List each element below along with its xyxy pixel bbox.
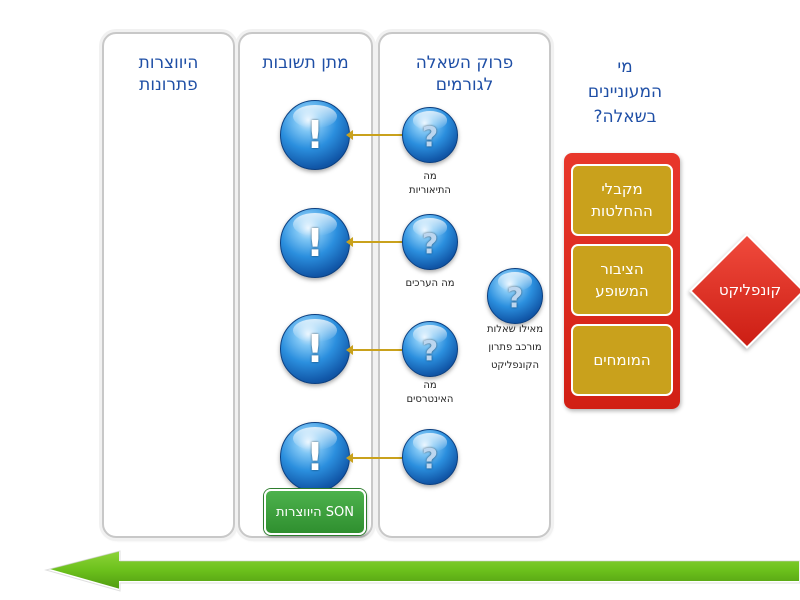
exclaim-orb-3: ! xyxy=(280,314,350,384)
label-interests: מה האינטרסים xyxy=(406,380,454,405)
exclaim-orb-4: ! xyxy=(280,422,350,492)
column-title-answers: מתן תשובות xyxy=(262,53,349,73)
arrow-q4-to-answer xyxy=(346,453,402,463)
column-creative-solutions: היווצרות פתרונות xyxy=(102,32,235,538)
question-icon: ? xyxy=(506,281,524,314)
stakeholder-experts: המומחים xyxy=(571,324,673,396)
exclaim-orb-2: ! xyxy=(280,208,350,278)
stakeholders-question: מי המעוניינים בשאלה? xyxy=(587,57,663,127)
label-values: מה הערכים xyxy=(405,278,455,289)
arrow-q2-to-answer xyxy=(346,237,402,247)
question-orb-4: ? xyxy=(402,429,458,485)
column-title-creative: היווצרות פתרונות xyxy=(138,53,199,95)
label-theories: מה התיאוריות xyxy=(409,171,451,196)
arrow-q1-to-answer xyxy=(346,130,402,140)
exclaim-icon: ! xyxy=(306,113,324,157)
arrow-q3-to-answer xyxy=(346,345,402,355)
label-conflict-questions: מאילו שאלות מורכב פתרון הקונפליקט xyxy=(486,324,544,371)
question-orb-2: ? xyxy=(402,214,458,270)
question-orb-3: ? xyxy=(402,321,458,377)
question-icon: ? xyxy=(421,442,439,475)
question-orb-1: ? xyxy=(402,107,458,163)
stakeholder-affected-public: הציבור המשופע xyxy=(571,244,673,316)
exclaim-icon: ! xyxy=(306,221,324,265)
exclaim-icon: ! xyxy=(306,435,324,479)
question-orb-side: ? xyxy=(487,268,543,324)
stakeholder-decision-makers: מקבלי ההחלטות xyxy=(571,164,673,236)
column-title-breakdown: פרוק השאלה לגורמים xyxy=(415,53,514,95)
conflict-label: קונפליקט xyxy=(718,281,782,299)
son-creation-button[interactable]: SON היווצרות xyxy=(264,489,366,535)
exclaim-orb-1: ! xyxy=(280,100,350,170)
process-direction-arrow xyxy=(44,548,800,592)
question-icon: ? xyxy=(421,334,439,367)
exclaim-icon: ! xyxy=(306,327,324,371)
question-icon: ? xyxy=(421,227,439,260)
stakeholders-panel: מקבלי ההחלטות הציבור המשופע המומחים xyxy=(564,153,680,409)
question-icon: ? xyxy=(421,120,439,153)
